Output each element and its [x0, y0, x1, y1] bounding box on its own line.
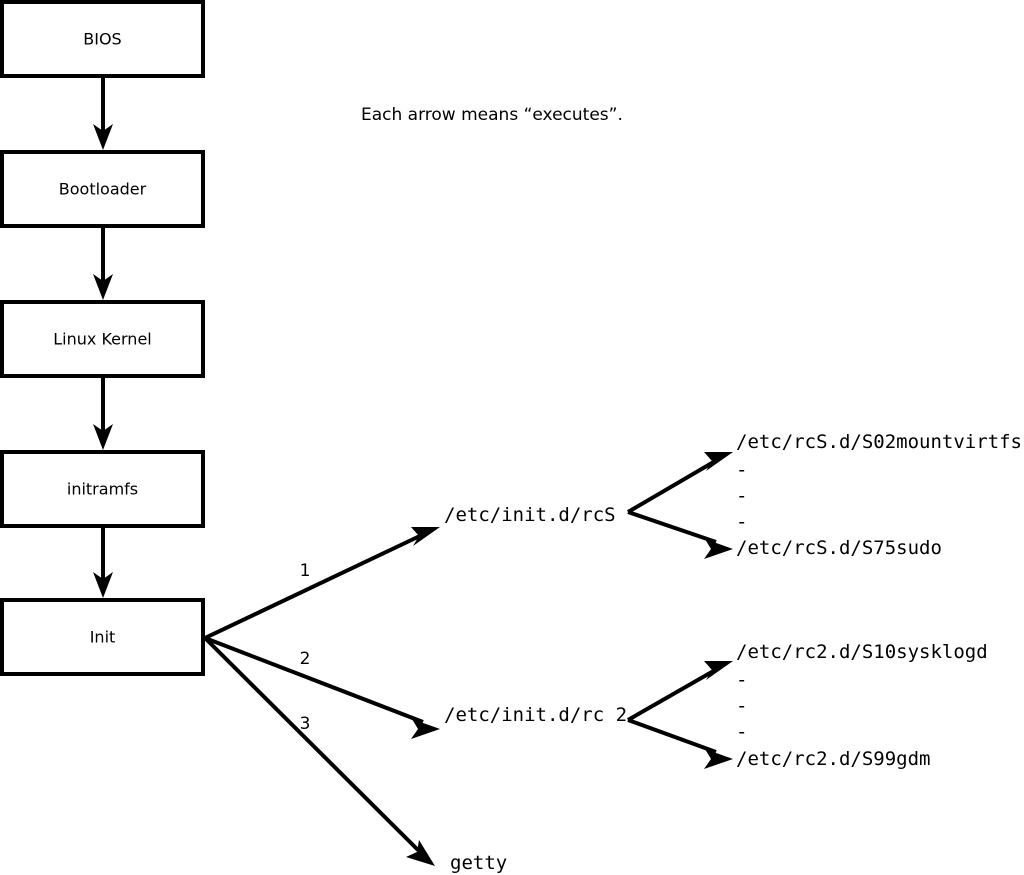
- arrow-initramfs-to-init: [93, 526, 113, 598]
- init-fanout-group: 1 2 3: [203, 527, 440, 866]
- mid-targets-group: /etc/init.d/rcS /etc/init.d/rc 2 getty: [444, 504, 627, 874]
- rc2-last-entry-label: /etc/rc2.d/S99gdm: [736, 748, 930, 770]
- node-initramfs-label: initramfs: [67, 480, 138, 499]
- arrow-label-2: 2: [300, 649, 311, 669]
- rc2-ellipsis-dash-2: -: [736, 695, 747, 717]
- node-linux-kernel-label: Linux Kernel: [53, 330, 151, 349]
- node-bootloader-label: Bootloader: [59, 180, 147, 199]
- arrow-bootloader-to-kernel: [93, 226, 113, 300]
- node-bios-box[interactable]: [0, 0, 205, 78]
- node-bios[interactable]: BIOS: [0, 0, 205, 78]
- arrow-init-to-getty: 3: [203, 636, 435, 866]
- target-label-getty: getty: [450, 852, 507, 874]
- node-init[interactable]: Init: [0, 598, 205, 676]
- node-init-box[interactable]: [0, 598, 205, 676]
- node-linux-kernel[interactable]: Linux Kernel: [0, 300, 205, 378]
- rcs-ellipsis-dash-1: -: [736, 459, 747, 481]
- node-bootloader[interactable]: Bootloader: [0, 150, 205, 228]
- diagram-caption: Each arrow means “executes”.: [361, 105, 623, 125]
- node-init-label: Init: [90, 628, 116, 647]
- target-label-rcs: /etc/init.d/rcS: [444, 504, 616, 526]
- rc2-branch-group: /etc/rc2.d/S10sysklogd - - - /etc/rc2.d/…: [627, 641, 988, 770]
- arrow-rcs-to-last: [627, 510, 733, 559]
- rc2-ellipsis-dash-1: -: [736, 669, 747, 691]
- node-linux-kernel-box[interactable]: [0, 300, 205, 378]
- arrow-init-to-rc2: 2: [204, 636, 440, 739]
- arrow-rc2-to-last: [627, 718, 733, 769]
- arrow-bios-to-bootloader: [93, 76, 113, 150]
- arrow-rc2-to-first: [627, 661, 733, 722]
- arrow-label-3: 3: [300, 714, 311, 734]
- arrow-kernel-to-initramfs: [93, 376, 113, 450]
- node-initramfs[interactable]: initramfs: [0, 450, 205, 528]
- rc2-ellipsis-dash-3: -: [736, 721, 747, 743]
- rcs-ellipsis-dash-3: -: [736, 511, 747, 533]
- boot-chain-group: BIOS Bootloader Linux Kernel initramfs I…: [0, 0, 205, 676]
- rcs-last-entry-label: /etc/rcS.d/S75sudo: [736, 537, 942, 559]
- node-initramfs-box[interactable]: [0, 450, 205, 528]
- rcs-first-entry-label: /etc/rcS.d/S02mountvirtfs: [736, 431, 1022, 453]
- arrow-label-1: 1: [300, 561, 311, 581]
- arrow-init-to-rcs: 1: [204, 527, 440, 640]
- rcs-branch-group: /etc/rcS.d/S02mountvirtfs - - - /etc/rcS…: [626, 431, 1022, 559]
- arrow-rcs-to-first: [626, 452, 733, 514]
- rc2-first-entry-label: /etc/rc2.d/S10sysklogd: [736, 641, 988, 663]
- vertical-arrows-group: [93, 76, 113, 598]
- node-bios-label: BIOS: [83, 30, 121, 49]
- rcs-ellipsis-dash-2: -: [736, 485, 747, 507]
- target-label-rc2: /etc/init.d/rc 2: [444, 704, 627, 726]
